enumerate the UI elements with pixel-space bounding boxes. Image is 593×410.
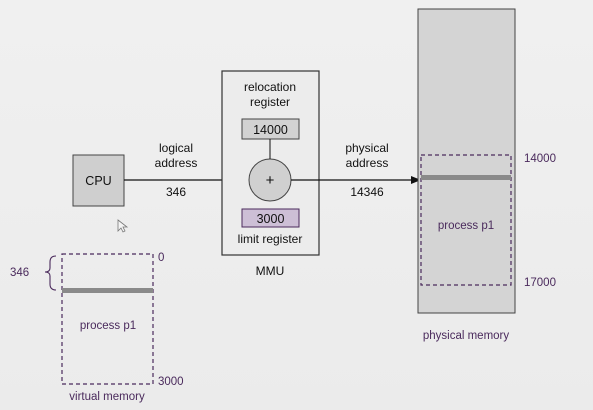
virtual-process-label: process p1 [80,320,136,332]
physical-memory-label: physical memory [423,330,510,342]
limit-register-box [241,208,300,228]
mouse-cursor-icon [117,219,129,233]
adder-symbol: + [266,172,275,189]
virtual-end-address: 3000 [158,376,184,388]
virtual-memory-block: process p1 [61,253,154,385]
limit-register-value: 3000 [257,212,285,226]
virtual-offset-marker [62,288,153,293]
mmu-label: MMU [256,264,285,278]
logical-address-label-line2: address [155,156,198,170]
physical-address-label-line2: address [346,156,389,170]
limit-register-label: limit register [238,232,303,246]
relocation-register-label-line2: register [250,95,290,109]
virtual-memory-label: virtual memory [69,391,145,403]
physical-process-region [420,154,512,286]
physical-process-label: process p1 [438,220,494,232]
virtual-process-region [61,253,154,385]
cpu-box [72,154,125,207]
physical-start-address: 14000 [524,153,556,165]
physical-end-address: 17000 [524,277,556,289]
cpu-label: CPU [85,174,111,188]
virtual-offset-label: 346 [10,267,29,279]
physical-address-marker [421,175,511,180]
physical-memory-box [417,8,516,314]
logical-address-label-line1: logical [159,141,193,155]
logical-address-value: 346 [166,185,186,199]
offset-brace [44,255,57,291]
mmu-block: relocation register 14000 + 3000 limit r… [221,70,320,256]
cpu-block: CPU [72,154,125,207]
physical-memory-block: process p1 [417,8,516,314]
virtual-start-address: 0 [158,252,164,264]
physical-address-label-line1: physical [345,141,388,155]
relocation-register-label-line1: relocation [244,80,296,94]
physical-address-value: 14346 [350,185,384,199]
relocation-register-value: 14000 [253,123,288,137]
